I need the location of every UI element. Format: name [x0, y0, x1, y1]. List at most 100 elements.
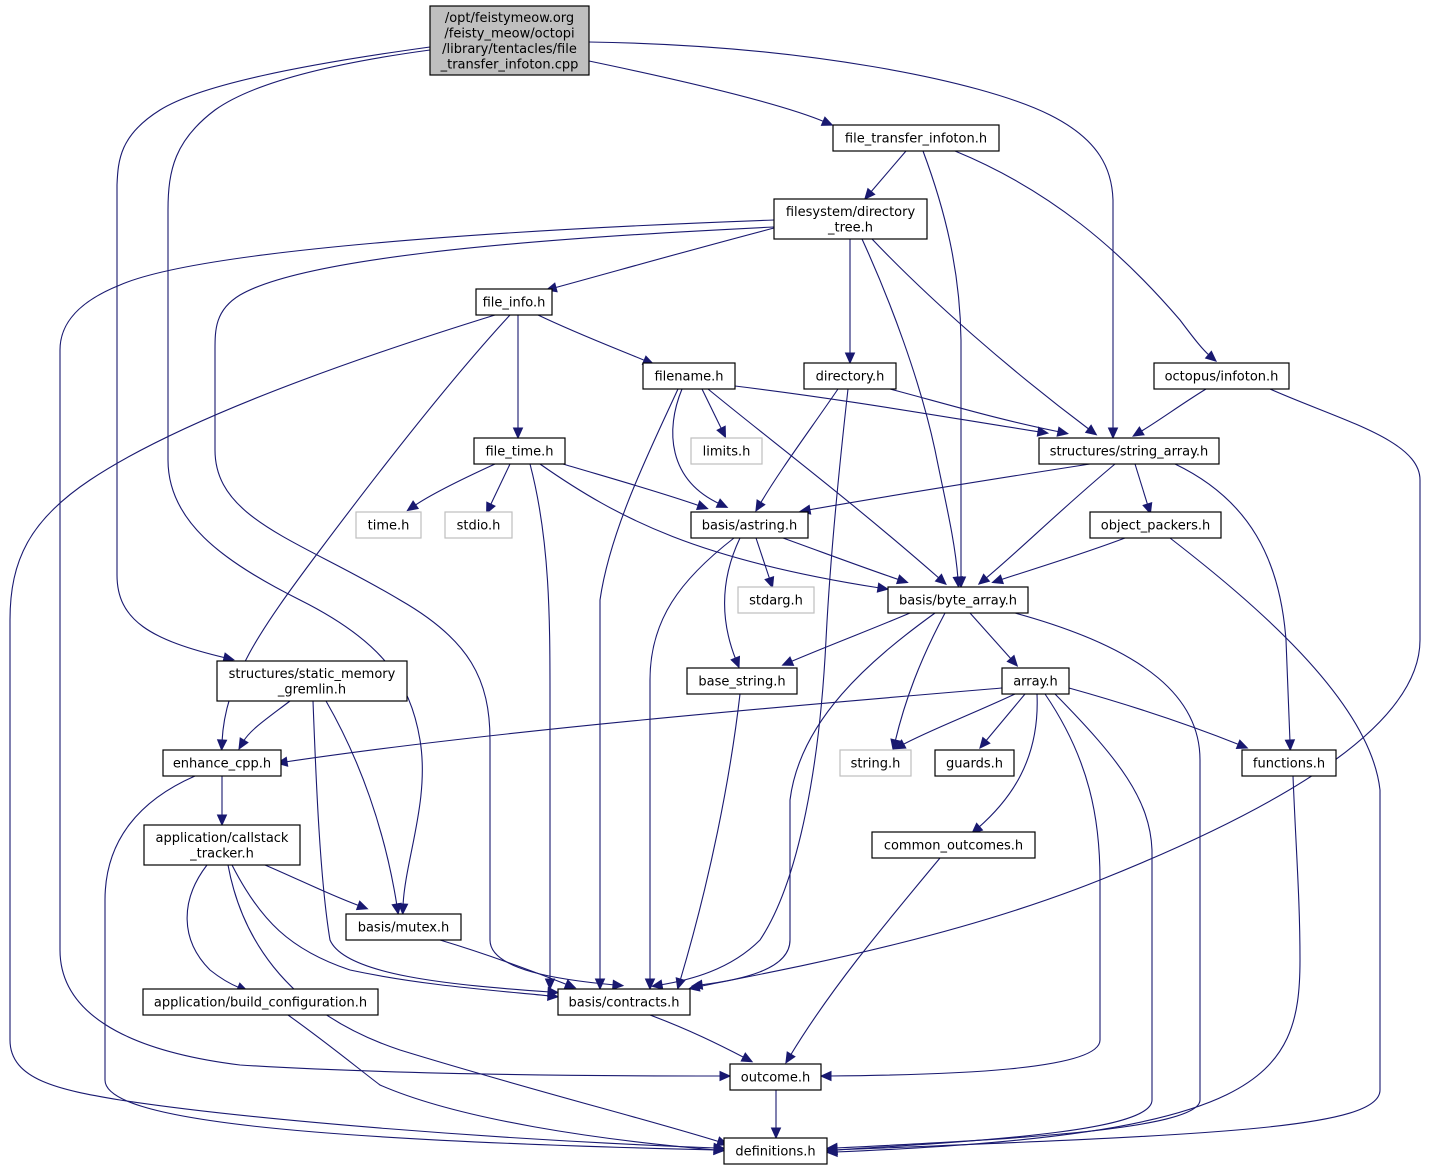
node-common-outcomes-h[interactable]: common_outcomes.h: [871, 831, 1036, 859]
node-time-h[interactable]: time.h: [355, 511, 422, 539]
edge-file-time-h-to-contracts-h: [529, 463, 556, 991]
node-file-time-h[interactable]: file_time.h: [473, 437, 566, 465]
node-label: _tracker.h: [189, 846, 254, 861]
edge-object-packers-h-to-byte-array-h: [991, 537, 1126, 585]
arrowhead-icon: [690, 979, 704, 990]
arrowhead-icon: [755, 499, 766, 512]
node-string-h[interactable]: string.h: [839, 749, 912, 777]
edge-line: [9, 314, 717, 1149]
node-box[interactable]: [429, 5, 590, 76]
node-box[interactable]: [162, 749, 282, 777]
node-static-memory-gremlin-h[interactable]: structures/static_memory_gremlin.h: [216, 660, 408, 702]
node-box[interactable]: [690, 437, 763, 465]
node-box[interactable]: [557, 988, 691, 1016]
node-box[interactable]: [832, 124, 1000, 152]
edge-static-memory-gremlin-h-to-contracts-h: [312, 700, 560, 998]
edge-file-info-h-to-file-time-h: [512, 315, 524, 440]
node-box[interactable]: [444, 511, 513, 539]
edge-root-to-static-memory-gremlin-h: [116, 46, 431, 663]
node-label: file_info.h: [483, 296, 546, 311]
edge-string-array-h-to-astring-h: [798, 463, 1091, 515]
arrowhead-icon: [238, 737, 249, 750]
node-label: _tree.h: [827, 220, 873, 235]
node-filename-h[interactable]: filename.h: [642, 362, 736, 390]
node-astring-h[interactable]: basis/astring.h: [690, 511, 809, 539]
node-box[interactable]: [773, 198, 928, 240]
node-box[interactable]: [839, 749, 912, 777]
node-box[interactable]: [475, 288, 553, 316]
node-box[interactable]: [690, 511, 809, 539]
node-box[interactable]: [934, 749, 1015, 777]
node-box[interactable]: [686, 667, 798, 695]
node-build-configuration-h[interactable]: application/build_configuration.h: [142, 988, 379, 1016]
node-stdarg-h[interactable]: stdarg.h: [737, 586, 815, 614]
arrowhead-icon: [644, 978, 656, 991]
node-box[interactable]: [1089, 511, 1222, 539]
node-box[interactable]: [729, 1063, 822, 1091]
edge-string-array-h-to-byte-array-h: [977, 463, 1116, 585]
node-base-string-h[interactable]: base_string.h: [686, 667, 798, 695]
arrowhead-icon: [785, 1051, 796, 1064]
node-stdio-h[interactable]: stdio.h: [444, 511, 513, 539]
edge-line: [782, 537, 901, 581]
node-octopus-infoton-h[interactable]: octopus/infoton.h: [1153, 362, 1290, 390]
node-box[interactable]: [473, 437, 566, 465]
edge-callstack-tracker-h-to-build-configuration-h: [186, 864, 249, 993]
arrowhead-icon: [1084, 424, 1098, 436]
node-box[interactable]: [216, 660, 408, 702]
arrowhead-icon: [275, 756, 289, 767]
edge-line: [1134, 463, 1149, 507]
node-array-h[interactable]: array.h: [1001, 667, 1070, 695]
node-directory-h[interactable]: directory.h: [803, 362, 897, 390]
arrowhead-icon: [216, 739, 228, 752]
node-file-transfer-infoton-h[interactable]: file_transfer_infoton.h: [832, 124, 1000, 152]
node-box[interactable]: [355, 511, 422, 539]
edge-directory-tree-h-to-byte-array-h: [861, 238, 964, 589]
arrowhead-icon: [770, 1127, 782, 1140]
node-label: stdio.h: [457, 519, 501, 534]
arrowhead-icon: [1036, 426, 1050, 437]
edge-filename-h-to-string-array-h: [734, 385, 1050, 437]
node-box[interactable]: [642, 362, 736, 390]
node-limits-h[interactable]: limits.h: [690, 437, 763, 465]
node-box[interactable]: [803, 362, 897, 390]
node-box[interactable]: [1038, 437, 1220, 465]
node-object-packers-h[interactable]: object_packers.h: [1089, 511, 1222, 539]
edge-line: [413, 463, 496, 507]
node-file-info-h[interactable]: file_info.h: [475, 288, 553, 316]
node-outcome-h[interactable]: outcome.h: [729, 1063, 822, 1091]
arrowhead-icon: [715, 498, 729, 508]
edge-line: [649, 537, 735, 981]
node-guards-h[interactable]: guards.h: [934, 749, 1015, 777]
node-box[interactable]: [142, 988, 379, 1016]
edge-string-array-h-to-object-packers-h: [1134, 463, 1153, 515]
edge-line: [539, 463, 881, 589]
node-label: filename.h: [654, 370, 723, 385]
node-box[interactable]: [887, 586, 1029, 614]
node-directory-tree-h[interactable]: filesystem/directory_tree.h: [773, 198, 928, 240]
node-box[interactable]: [1241, 749, 1337, 777]
node-definitions-h[interactable]: definitions.h: [723, 1137, 828, 1165]
edge-contracts-h-to-outcome-h: [649, 1014, 754, 1063]
edge-line: [588, 41, 1114, 430]
node-box[interactable]: [737, 586, 815, 614]
node-box[interactable]: [345, 913, 462, 941]
node-box[interactable]: [1153, 362, 1290, 390]
node-box[interactable]: [723, 1137, 828, 1165]
node-contracts-h[interactable]: basis/contracts.h: [557, 988, 691, 1016]
edge-directory-tree-h-to-outcome-h: [59, 219, 775, 1082]
node-functions-h[interactable]: functions.h: [1241, 749, 1337, 777]
node-callstack-tracker-h[interactable]: application/callstack_tracker.h: [143, 824, 301, 866]
node-box[interactable]: [1001, 667, 1070, 695]
node-string-array-h[interactable]: structures/string_array.h: [1038, 437, 1220, 465]
node-label: filesystem/directory: [786, 205, 916, 220]
node-enhance-cpp-h[interactable]: enhance_cpp.h: [162, 749, 282, 777]
node-mutex-h[interactable]: basis/mutex.h: [345, 913, 462, 941]
node-root[interactable]: /opt/feistymeow.org/feisty_meow/octopi/l…: [429, 5, 590, 76]
node-box[interactable]: [871, 831, 1036, 859]
edge-string-array-h-to-functions-h: [1174, 463, 1296, 752]
node-byte-array-h[interactable]: basis/byte_array.h: [887, 586, 1029, 614]
node-box[interactable]: [143, 824, 301, 866]
edge-root-to-file-transfer-infoton-h: [588, 60, 834, 126]
edge-line: [789, 857, 941, 1057]
